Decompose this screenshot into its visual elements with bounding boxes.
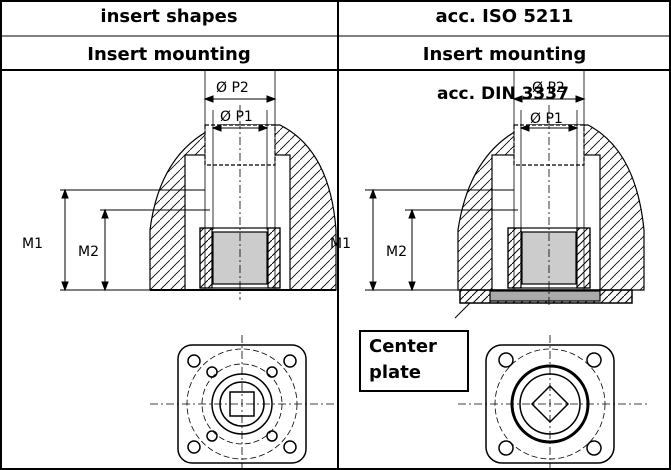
left-p2-label: Ø P2 [216, 80, 249, 96]
right-flange-view [458, 335, 648, 468]
left-m2-label: M2 [78, 244, 99, 260]
right-section-drawing [454, 70, 645, 319]
left-p1-label: Ø P1 [220, 109, 253, 125]
header-right-bottom: Insert mounting [422, 44, 587, 65]
header-right-top: acc. ISO 5211 [435, 6, 574, 27]
right-p2-label: Ø P2 [532, 80, 565, 96]
left-section-drawing [149, 70, 337, 300]
left-m1-label: M1 [22, 236, 43, 252]
callout-line2: plate [369, 362, 422, 383]
callout-line1: Center [369, 336, 437, 357]
right-p1-label: Ø P1 [530, 111, 563, 127]
center-plate-callout: Center plate [359, 330, 469, 392]
right-m2-label: M2 [386, 244, 407, 260]
right-m1-label: M1 [330, 236, 351, 252]
header-right-overlay: acc. DIN 3337 [437, 84, 569, 104]
right-dimension-lines [365, 95, 586, 292]
header-left-bottom: Insert mounting [87, 44, 251, 65]
left-flange-view [150, 335, 334, 468]
header-left-top: insert shapes [100, 6, 238, 27]
left-dimension-lines [60, 95, 277, 292]
